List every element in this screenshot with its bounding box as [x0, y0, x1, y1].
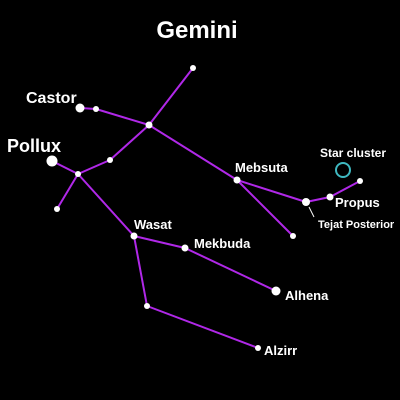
label-castor: Castor	[26, 90, 77, 107]
line-pollux-wasat	[77, 173, 135, 237]
line-wasat-leg	[133, 235, 148, 307]
label-mebsuta: Mebsuta	[235, 160, 289, 175]
line-propus-foot	[329, 180, 361, 198]
line-mebsuta-tejat	[236, 179, 307, 203]
line-castor-shoulder	[109, 124, 150, 161]
label-alhena: Alhena	[285, 288, 329, 303]
star-tejat-posterior	[302, 198, 310, 206]
star-labels: Castor Pollux Mebsuta Star cluster Propu…	[7, 90, 395, 358]
star	[107, 157, 113, 163]
star-propus	[326, 193, 334, 201]
star-cluster-marker	[335, 162, 351, 178]
star-wasat	[130, 232, 138, 240]
constellation-lines	[51, 67, 361, 349]
star-mebsuta	[233, 176, 241, 184]
line-castor-body	[95, 108, 150, 126]
label-alzirr: Alzirr	[264, 343, 297, 358]
label-tejat-posterior: Tejat Posterior	[318, 219, 395, 231]
line-pollux-arm	[56, 173, 79, 210]
star	[54, 206, 60, 212]
star-castor-companion	[93, 106, 99, 112]
stars	[46, 65, 363, 351]
label-pollux: Pollux	[7, 136, 61, 156]
star	[75, 171, 81, 177]
line-shoulder-pollux	[77, 159, 111, 175]
star-pollux	[46, 155, 58, 167]
line-castor-mebsuta	[148, 124, 238, 181]
star-alhena	[271, 286, 281, 296]
line-tejat-propus	[305, 196, 331, 203]
star	[290, 233, 296, 239]
line-mekbuda-alhena	[184, 247, 277, 292]
diagram-title: Gemini	[156, 17, 237, 44]
star	[357, 178, 363, 184]
star	[190, 65, 196, 71]
line-mebsuta-foot	[236, 179, 294, 237]
star-castor	[75, 103, 85, 113]
star	[145, 121, 153, 129]
line-wasat-mekbuda	[133, 235, 186, 249]
line-castor-head	[148, 67, 194, 126]
star-mekbuda	[181, 244, 189, 252]
line-leg-alzirr	[146, 305, 259, 349]
label-star-cluster: Star cluster	[320, 146, 386, 160]
label-propus: Propus	[335, 195, 380, 210]
star-alzirr	[255, 345, 261, 351]
star	[144, 303, 150, 309]
label-mekbuda: Mekbuda	[194, 236, 251, 251]
tejat-posterior-pointer	[308, 206, 315, 218]
label-wasat: Wasat	[134, 217, 172, 232]
